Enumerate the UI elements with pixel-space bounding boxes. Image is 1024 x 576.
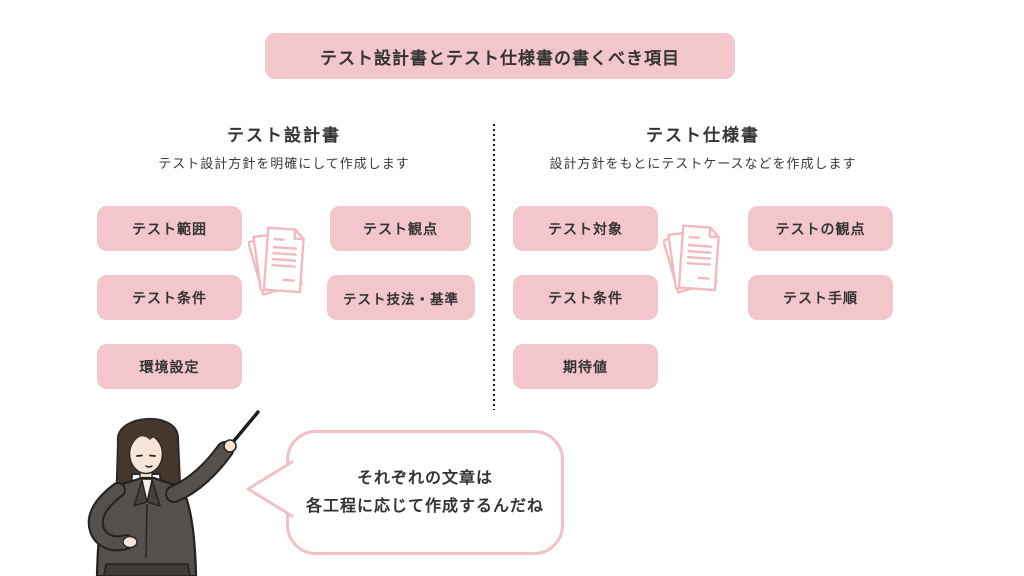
speech-bubble-line1: それぞれの文章は bbox=[356, 470, 493, 488]
title-banner: テスト設計書とテスト仕様書の書くべき項目 bbox=[265, 33, 735, 79]
item-box-test-target: テスト対象 bbox=[513, 206, 658, 251]
item-box-expected-value: 期待値 bbox=[513, 344, 658, 389]
item-box-environment-settings: 環境設定 bbox=[97, 344, 242, 389]
businesswoman-pointer-illustration bbox=[87, 410, 260, 576]
left-column-subtitle: テスト設計方針を明確にして作成します bbox=[158, 156, 410, 171]
item-label: 期待値 bbox=[563, 358, 608, 375]
item-label: テスト条件 bbox=[132, 289, 207, 306]
item-label: テスト観点 bbox=[363, 220, 438, 237]
item-box-test-viewpoint: テスト観点 bbox=[330, 206, 471, 251]
right-column-title: テスト仕様書 bbox=[646, 126, 760, 145]
documents-stack-icon bbox=[663, 224, 720, 294]
item-label: テスト条件 bbox=[548, 289, 623, 306]
speech-bubble: それぞれの文章は 各工程に応じて作成するんだね bbox=[286, 430, 564, 555]
item-box-test-conditions: テスト条件 bbox=[97, 275, 242, 320]
item-label: テスト範囲 bbox=[132, 220, 207, 237]
item-box-test-conditions-spec: テスト条件 bbox=[513, 275, 658, 320]
page-title: テスト設計書とテスト仕様書の書くべき項目 bbox=[320, 48, 680, 68]
dotted-divider bbox=[493, 124, 495, 410]
right-column-header: テスト仕様書 設計方針をもとにテストケースなどを作成します bbox=[513, 121, 893, 172]
item-label: テストの観点 bbox=[775, 220, 866, 237]
speech-bubble-tail bbox=[246, 460, 294, 518]
left-column-title: テスト設計書 bbox=[227, 126, 341, 145]
item-label: 環境設定 bbox=[139, 358, 200, 375]
item-box-test-scope: テスト範囲 bbox=[97, 206, 242, 251]
left-column-header: テスト設計書 テスト設計方針を明確にして作成します bbox=[97, 121, 471, 172]
documents-stack-icon bbox=[248, 226, 305, 296]
item-label: テスト技法・基準 bbox=[343, 291, 459, 307]
item-box-test-techniques-criteria: テスト技法・基準 bbox=[327, 275, 475, 320]
item-label: テスト手順 bbox=[783, 289, 858, 306]
right-column-subtitle: 設計方針をもとにテストケースなどを作成します bbox=[549, 156, 857, 171]
item-label: テスト対象 bbox=[548, 220, 623, 237]
speech-bubble-line2: 各工程に応じて作成するんだね bbox=[305, 497, 544, 515]
item-box-test-perspective: テストの観点 bbox=[748, 206, 893, 251]
item-box-test-procedure: テスト手順 bbox=[748, 275, 893, 320]
